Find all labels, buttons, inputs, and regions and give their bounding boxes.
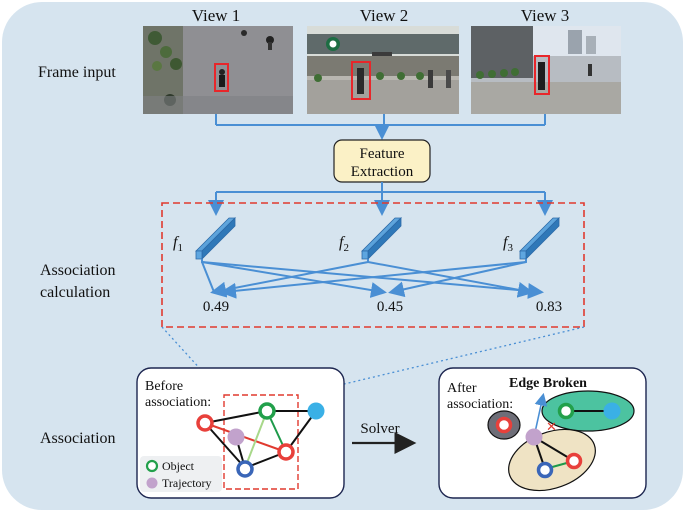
view-3-target-box [534,55,550,95]
association-calc-dashed-box [161,202,585,328]
legend-trajectory-label: Trajectory [162,476,212,490]
view-title-3: View 3 [521,6,570,25]
legend-object-label: Object [162,459,195,473]
node-green-1 [258,402,276,420]
node-red-1 [196,414,214,432]
after-label-1: After [447,381,477,396]
feature-bar-2 [361,217,402,260]
feature-bar-1 [195,217,236,260]
feature-bar-3 [519,217,560,260]
association-connections [201,259,544,299]
after-node-red-2 [565,452,583,470]
view-1-target-box [214,63,229,92]
row-label-association: Association [40,430,116,447]
node-purple-1 [227,428,245,446]
flow-lines-top [215,114,546,140]
after-node-red-1 [495,416,513,434]
cluster-beige [508,428,596,492]
node-blue-1 [236,460,254,478]
before-label-1: Before [145,379,183,394]
node-red-2 [277,443,295,461]
legend-box [140,456,222,492]
after-node-cyan-1 [603,402,621,420]
feature-extraction-line-2: Extraction [351,164,414,180]
view-2-image [307,26,459,114]
view-1-image [143,26,293,114]
feature-label-3: f3 [503,234,513,254]
row-label-association-calc-2: calculation [40,284,110,301]
legend-trajectory-icon [146,477,158,489]
view-3-image [471,26,621,114]
edge-broken-label: Edge Broken [509,376,587,391]
row-label-frame-input: Frame input [38,64,116,81]
before-dashed-highlight [223,394,299,490]
zoom-line-right [297,326,585,396]
feature-label-2: f2 [339,234,349,254]
feature-extraction-line-1: Feature [360,146,405,162]
node-cyan-1 [307,402,325,420]
score-view-1-3: 0.45 [377,299,403,315]
broken-edge-x-icon: ✕ [546,420,557,435]
after-node-purple-1 [525,428,543,446]
score-view-2-3: 0.83 [536,299,562,315]
solver-label: Solver [360,421,399,437]
flow-lines-features [208,182,553,216]
after-node-green-1 [557,402,575,420]
after-node-blue-1 [536,461,554,479]
view-title-1: View 1 [192,6,241,25]
view-2-target-box [351,61,371,100]
view-title-2: View 2 [360,6,409,25]
legend-object-icon [145,459,159,473]
score-view-1-2: 0.49 [203,299,229,315]
feature-label-1: f1 [173,234,183,254]
before-label-2: association: [145,395,211,410]
after-label-2: association: [447,397,513,412]
row-label-association-calc-1: Association [40,262,116,279]
